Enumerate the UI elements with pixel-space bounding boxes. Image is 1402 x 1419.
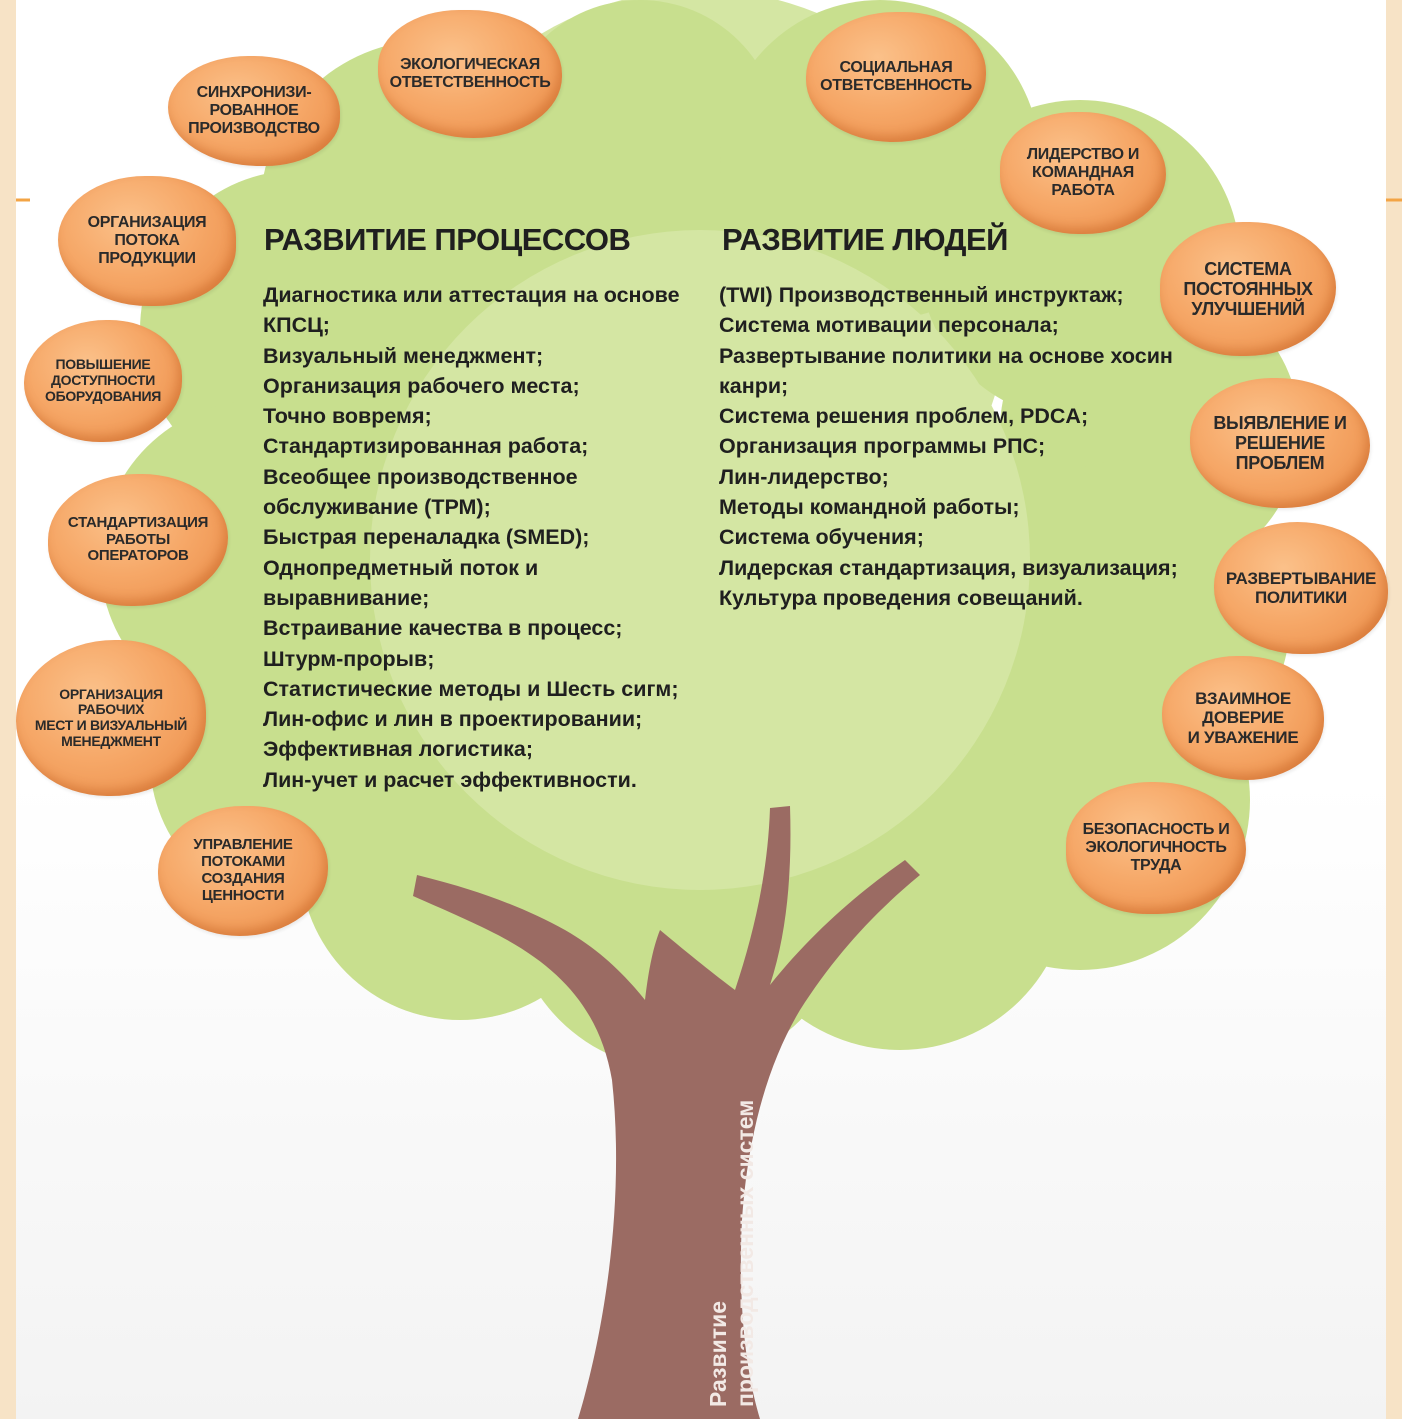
left-border-strip xyxy=(0,0,16,1419)
people-list: (TWI) Производственный инструктаж; Систем… xyxy=(719,280,1178,613)
process-list-item: Стандартизированная работа; xyxy=(263,434,589,459)
leaf-social-responsibility: СОЦИАЛЬНАЯ ОТВЕТСВЕННОСТЬ xyxy=(806,12,986,142)
leaf-mutual-trust-respect: ВЗАИМНОЕ ДОВЕРИЕ И УВАЖЕНИЕ xyxy=(1162,656,1324,780)
people-list-item: Развертывание политики на основе хосин xyxy=(719,343,1173,368)
process-list-item: Организация рабочего места; xyxy=(263,373,580,398)
people-list-item: Лидерская стандартизация, визуализация; xyxy=(719,555,1178,580)
leaf-operator-work-standardization: СТАНДАРТИЗАЦИЯ РАБОТЫ ОПЕРАТОРОВ xyxy=(48,474,228,606)
process-list-item: Однопредметный поток и xyxy=(263,555,539,580)
tree-trunk xyxy=(413,806,920,1419)
process-list-item: Визуальный менеджмент; xyxy=(263,343,544,368)
leaf-synchronized-production: СИНХРОНИЗИ- РОВАННОЕ ПРОИЗВОДСТВО xyxy=(168,56,340,166)
people-list-item: Лин-лидерство; xyxy=(719,464,889,489)
process-list-item: КПСЦ; xyxy=(263,313,330,338)
process-list-item: Всеобщее производственное xyxy=(263,464,578,489)
people-list-item: канри; xyxy=(719,373,789,398)
leaf-safety-ecology-of-work: БЕЗОПАСНОСТЬ И ЭКОЛОГИЧНОСТЬ ТРУДА xyxy=(1066,782,1246,914)
process-list-item: Лин-учет и расчет эффективности. xyxy=(263,767,637,792)
leaf-workplace-visual-management: ОРГАНИЗАЦИЯ РАБОЧИХ МЕСТ И ВИЗУАЛЬНЫЙ МЕ… xyxy=(16,640,206,796)
leaf-ecological-responsibility: ЭКОЛОГИЧЕСКАЯ ОТВЕТСТВЕННОСТЬ xyxy=(378,10,562,138)
leaf-continuous-improvement-system: СИСТЕМА ПОСТОЯННЫХ УЛУЧШЕНИЙ xyxy=(1160,222,1336,356)
process-list-item: Эффективная логистика; xyxy=(263,737,534,762)
process-list-item: Точно вовремя; xyxy=(263,404,432,429)
people-list-item: Система обучения; xyxy=(719,525,924,550)
leaf-problem-solving: ВЫЯВЛЕНИЕ И РЕШЕНИЕ ПРОБЛЕМ xyxy=(1190,378,1370,508)
process-list-item: Быстрая переналадка (SMED); xyxy=(263,525,590,550)
process-list-item: Диагностика или аттестация на основе xyxy=(263,283,680,307)
people-list-item: Система мотивации персонала; xyxy=(719,313,1059,338)
people-list-item: (TWI) Производственный инструктаж; xyxy=(719,283,1124,307)
leaf-leadership-teamwork: ЛИДЕРСТВО И КОМАНДНАЯ РАБОТА xyxy=(1000,112,1166,234)
trunk-label: Развитие производственных систем xyxy=(705,1099,758,1407)
process-list-item: Статистические методы и Шесть сигм; xyxy=(263,676,679,701)
leaf-production-flow-organization: ОРГАНИЗАЦИЯ ПОТОКА ПРОДУКЦИИ xyxy=(58,176,236,306)
process-list-item: Лин-офис и лин в проектировании; xyxy=(263,707,643,732)
people-list-item: Система решения проблем, PDCA; xyxy=(719,404,1089,429)
leaf-equipment-availability: ПОВЫШЕНИЕ ДОСТУПНОСТИ ОБОРУДОВАНИЯ xyxy=(24,320,182,442)
processes-heading: РАЗВИТИЕ ПРОЦЕССОВ xyxy=(264,222,631,257)
people-list-item: Культура проведения совещаний. xyxy=(719,585,1083,610)
people-heading: РАЗВИТИЕ ЛЮДЕЙ xyxy=(722,222,1008,257)
people-list-item: Методы командной работы; xyxy=(719,495,1020,520)
process-list-item: обслуживание (ТРМ); xyxy=(263,495,491,520)
process-list-item: Встраивание качества в процесс; xyxy=(263,616,623,641)
leaf-policy-deployment: РАЗВЕРТЫВАНИЕ ПОЛИТИКИ xyxy=(1214,522,1388,654)
process-list-item: Штурм-прорыв; xyxy=(263,646,435,671)
right-border-strip xyxy=(1386,0,1402,1419)
process-list-item: выравнивание; xyxy=(263,585,430,610)
people-list-item: Организация программы РПС; xyxy=(719,434,1046,459)
leaf-value-stream-management: УПРАВЛЕНИЕ ПОТОКАМИ СОЗДАНИЯ ЦЕННОСТИ xyxy=(158,806,328,936)
